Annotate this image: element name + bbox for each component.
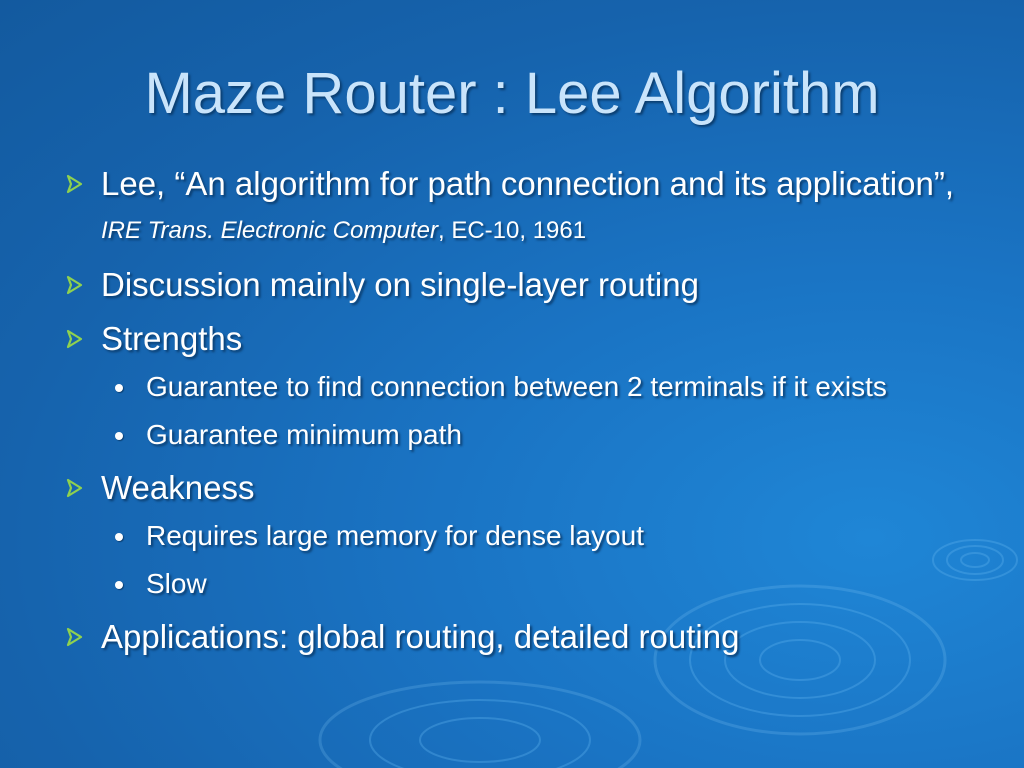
chevron-right-icon	[66, 275, 83, 295]
bullet-text: Discussion mainly on single-layer routin…	[101, 266, 699, 303]
bullet-text: Strengths	[101, 320, 243, 357]
chevron-right-icon	[66, 478, 83, 498]
bullet-dot-icon	[115, 533, 123, 541]
citation-journal: IRE Trans. Electronic Computer, EC-10, 1…	[101, 217, 587, 244]
bullet-dot-icon	[115, 384, 123, 392]
bullet-dot-icon	[115, 432, 123, 440]
chevron-right-icon	[66, 174, 83, 194]
chevron-right-icon	[66, 329, 83, 349]
bullet-dot-icon	[115, 581, 123, 589]
bullet-text: Weakness	[101, 469, 255, 506]
chevron-right-icon	[66, 627, 83, 647]
sub-bullet: Guarantee to find connection between 2 t…	[60, 368, 980, 406]
bullet-citation: Lee, “An algorithm for path connection a…	[60, 162, 980, 252]
sub-bullet: Slow	[60, 565, 980, 603]
slide-body: Lee, “An algorithm for path connection a…	[60, 162, 980, 669]
bullet-applications: Applications: global routing, detailed r…	[60, 615, 980, 658]
sub-bullet-text: Requires large memory for dense layout	[146, 520, 645, 551]
sub-bullet-text: Guarantee minimum path	[146, 419, 462, 450]
sub-bullet: Guarantee minimum path	[60, 416, 980, 454]
sub-bullet-text: Slow	[146, 568, 207, 599]
slide-title: Maze Router : Lee Algorithm	[144, 61, 880, 126]
bullet-weakness: Weakness	[60, 466, 980, 509]
sub-bullet-text: Guarantee to find connection between 2 t…	[146, 371, 887, 402]
citation-text: Lee, “An algorithm for path connection a…	[101, 165, 955, 202]
bullet-text: Applications: global routing, detailed r…	[101, 618, 740, 655]
bullet-strengths: Strengths	[60, 317, 980, 360]
sub-bullet: Requires large memory for dense layout	[60, 517, 980, 555]
bullet-discussion: Discussion mainly on single-layer routin…	[60, 263, 980, 306]
